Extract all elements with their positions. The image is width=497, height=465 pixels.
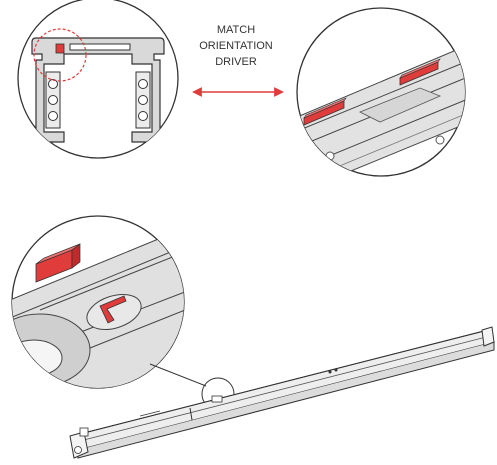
caption-line-3: DRIVER [215,56,257,68]
caption-line-1: MATCH [216,24,256,36]
instruction-caption: MATCH ORIENTATION DRIVER [176,22,296,70]
orientation-l-notch [99,295,127,324]
notch-detail [11,215,185,389]
caption-line-2: ORIENTATION [199,40,273,52]
orientation-marker [55,43,65,54]
profile-section-detail [17,0,179,159]
highlight-circle [33,28,87,82]
track-rail-assembly [69,326,495,459]
leader-line [149,363,207,387]
rail-top-detail [296,7,466,177]
rail-profile-outline [31,37,165,143]
